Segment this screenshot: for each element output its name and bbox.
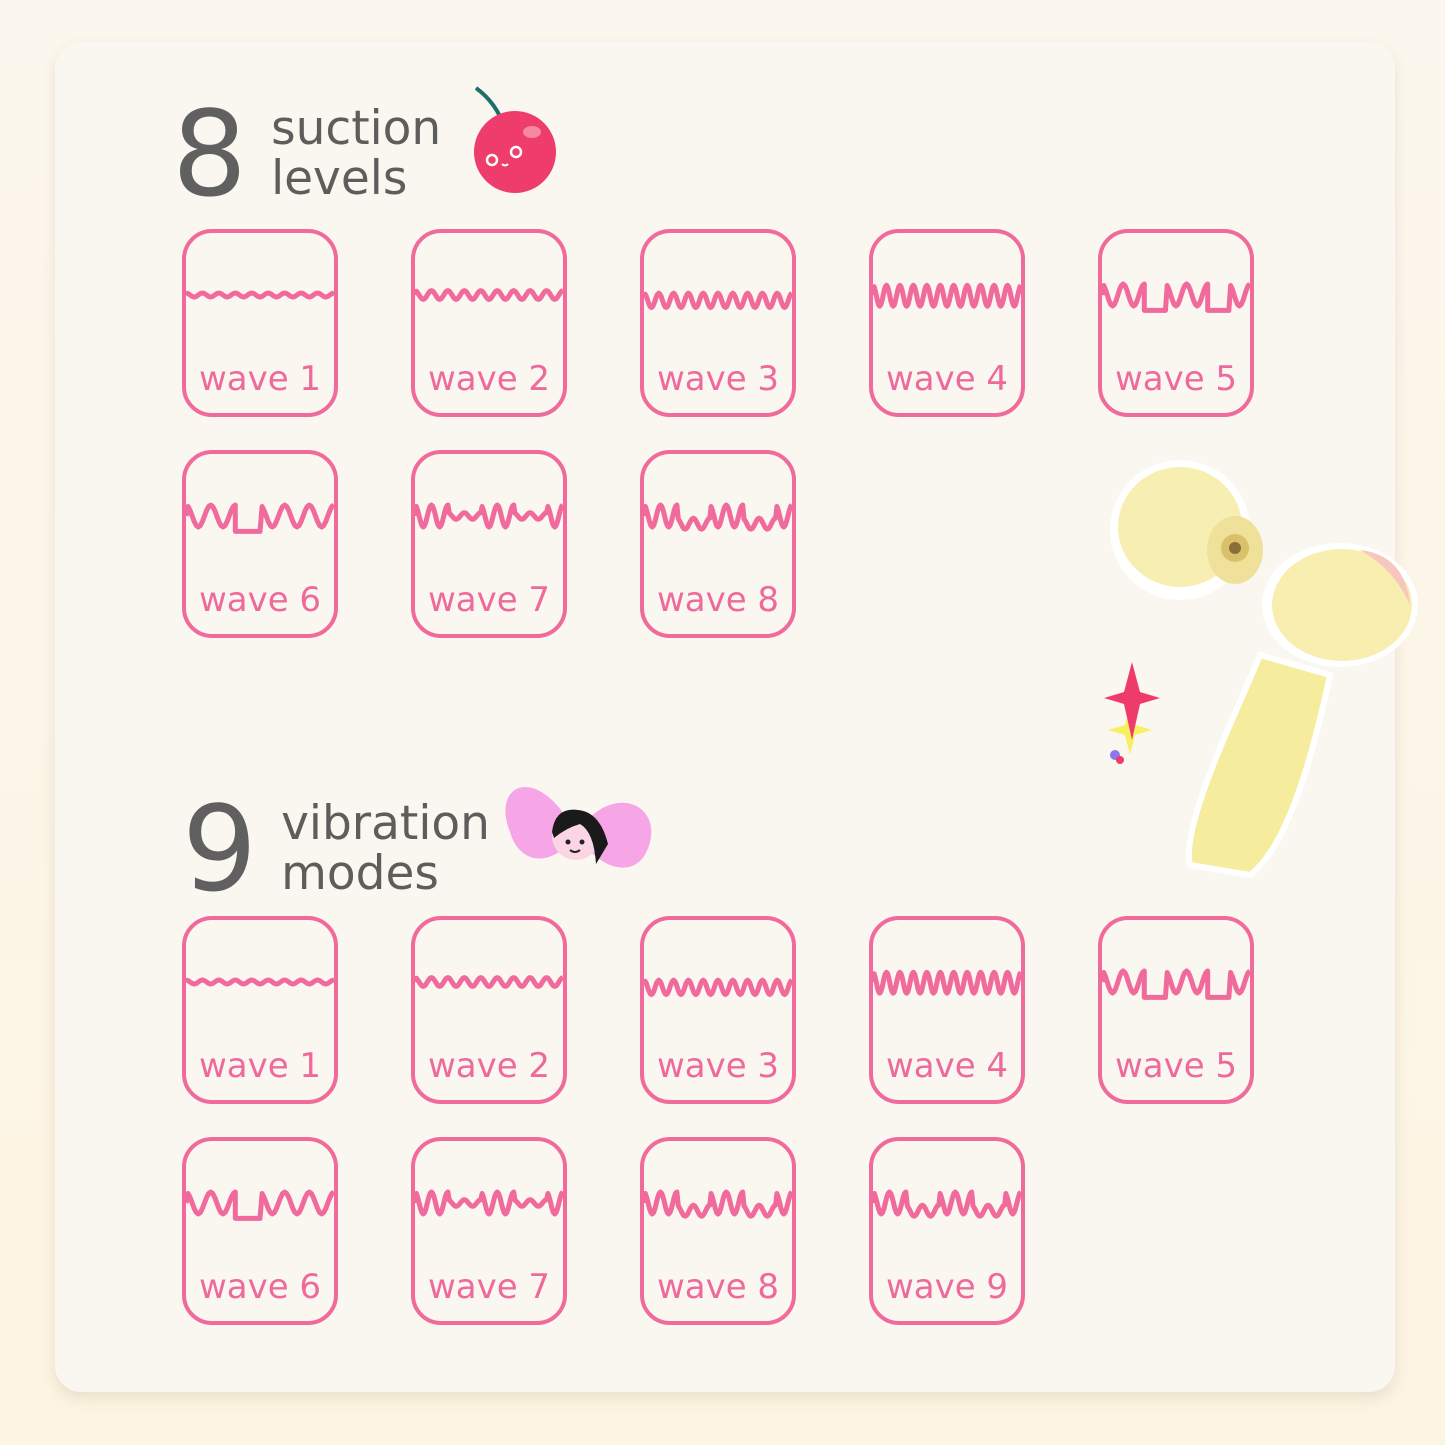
suction-count: 8 xyxy=(172,85,247,223)
waveform-icon xyxy=(415,1189,563,1217)
wave-label: wave 1 xyxy=(198,359,322,399)
waveform-icon xyxy=(186,977,334,987)
waveform-icon xyxy=(1102,968,1250,1000)
suction-label-line2: levels xyxy=(271,151,408,206)
suction-wave-8-card: wave 8 xyxy=(640,450,796,638)
mushroom-product-image xyxy=(1104,460,1418,879)
wave-label: wave 5 xyxy=(1114,1046,1238,1086)
cherry-icon xyxy=(474,86,556,193)
vibration-label-line1: vibration xyxy=(281,796,490,851)
vibration-label-line2: modes xyxy=(281,846,439,901)
vibration-count: 9 xyxy=(182,780,257,918)
wave-label: wave 1 xyxy=(198,1046,322,1086)
wave-label: wave 6 xyxy=(198,580,322,620)
suction-wave-2-card: wave 2 xyxy=(411,229,567,417)
wave-label: wave 2 xyxy=(427,359,551,399)
waveform-icon xyxy=(415,288,563,302)
suction-wave-6-card: wave 6 xyxy=(182,450,338,638)
suction-heading: 8 suction levels xyxy=(172,95,441,213)
waveform-icon xyxy=(644,1189,792,1219)
wave-label: wave 8 xyxy=(656,1267,780,1307)
waveform-icon xyxy=(186,1189,334,1221)
wave-label: wave 7 xyxy=(427,580,551,620)
waveform-icon xyxy=(644,290,792,310)
vibration-wave-7-card: wave 7 xyxy=(411,1137,567,1325)
suction-wave-4-card: wave 4 xyxy=(869,229,1025,417)
wave-label: wave 2 xyxy=(427,1046,551,1086)
vibration-wave-1-card: wave 1 xyxy=(182,916,338,1104)
waveform-icon xyxy=(415,975,563,989)
wave-label: wave 4 xyxy=(885,1046,1009,1086)
waveform-icon xyxy=(873,1189,1021,1219)
wave-label: wave 8 xyxy=(656,580,780,620)
vibration-wave-3-card: wave 3 xyxy=(640,916,796,1104)
waveform-icon xyxy=(186,502,334,534)
suction-wave-7-card: wave 7 xyxy=(411,450,567,638)
waveform-icon xyxy=(415,502,563,530)
wave-label: wave 4 xyxy=(885,359,1009,399)
waveform-icon xyxy=(1102,281,1250,313)
wave-label: wave 7 xyxy=(427,1267,551,1307)
suction-wave-3-card: wave 3 xyxy=(640,229,796,417)
vibration-wave-4-card: wave 4 xyxy=(869,916,1025,1104)
suction-wave-5-card: wave 5 xyxy=(1098,229,1254,417)
bow-girl-icon xyxy=(505,787,652,868)
wave-label: wave 3 xyxy=(656,359,780,399)
vibration-heading: 9 vibration modes xyxy=(182,790,490,908)
feature-panel xyxy=(55,42,1395,1392)
vibration-wave-9-card: wave 9 xyxy=(869,1137,1025,1325)
wave-label: wave 6 xyxy=(198,1267,322,1307)
wave-label: wave 5 xyxy=(1114,359,1238,399)
vibration-wave-8-card: wave 8 xyxy=(640,1137,796,1325)
suction-wave-1-card: wave 1 xyxy=(182,229,338,417)
vibration-wave-2-card: wave 2 xyxy=(411,916,567,1104)
waveform-icon xyxy=(873,969,1021,996)
waveform-icon xyxy=(644,502,792,532)
waveform-icon xyxy=(186,290,334,300)
suction-label-line1: suction xyxy=(271,101,442,156)
waveform-icon xyxy=(644,977,792,997)
waveform-icon xyxy=(873,282,1021,309)
vibration-wave-6-card: wave 6 xyxy=(182,1137,338,1325)
wave-label: wave 3 xyxy=(656,1046,780,1086)
wave-label: wave 9 xyxy=(885,1267,1009,1307)
vibration-wave-5-card: wave 5 xyxy=(1098,916,1254,1104)
